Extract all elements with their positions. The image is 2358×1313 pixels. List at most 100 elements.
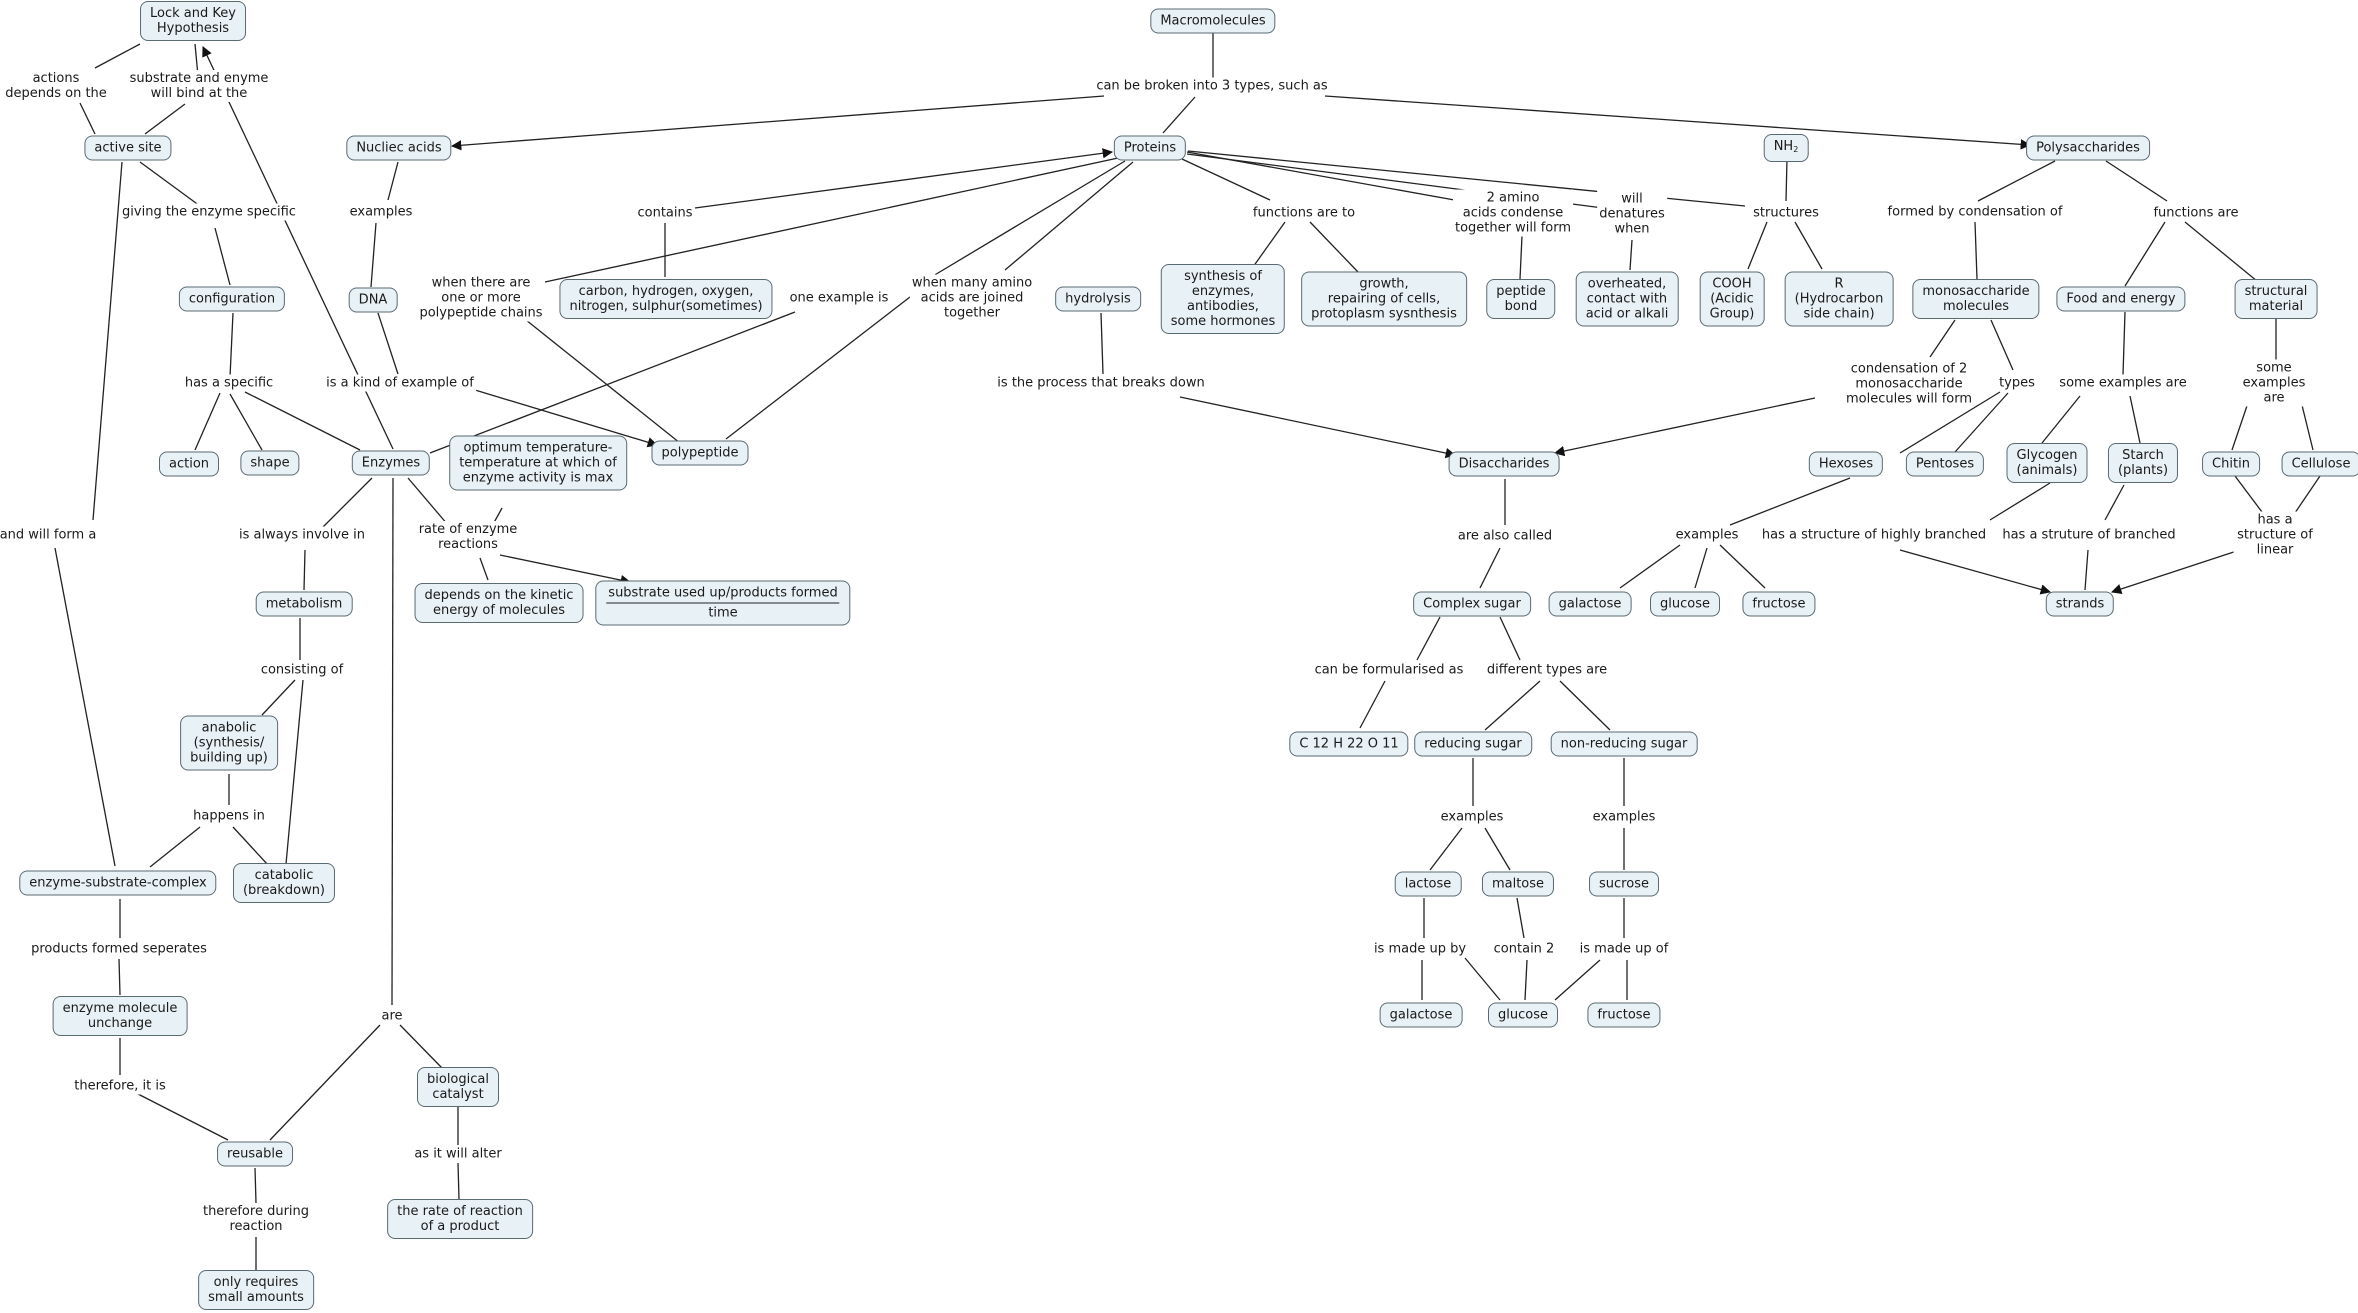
- proteins-node[interactable]: Proteins: [1113, 135, 1187, 161]
- link-highly-branched: has a structure of highly branched: [1759, 526, 1989, 544]
- enzyme-unchange-node[interactable]: enzyme molecule unchange: [52, 996, 188, 1036]
- elements-node[interactable]: carbon, hydrogen, oxygen, nitrogen, sulp…: [559, 279, 773, 319]
- link-made-up-of: is made up of: [1577, 940, 1671, 958]
- link-when-joined: when many amino acids are joined togethe…: [909, 274, 1035, 322]
- lock-and-key-node[interactable]: Lock and Key Hypothesis: [140, 1, 246, 41]
- link-therefore-it-is: therefore, it is: [72, 1077, 168, 1095]
- structural-material-node[interactable]: structural material: [2234, 279, 2318, 319]
- shape-node[interactable]: shape: [240, 450, 300, 476]
- link-rate-enzyme: rate of enzyme reactions: [416, 521, 520, 553]
- link-amino-condense: 2 amino acids condense together will for…: [1452, 189, 1574, 237]
- enzymes-node[interactable]: Enzymes: [351, 450, 431, 476]
- monosaccharide-node[interactable]: monosaccharide molecules: [1912, 279, 2040, 319]
- metabolism-node[interactable]: metabolism: [255, 591, 353, 617]
- active-site-node[interactable]: active site: [84, 135, 172, 161]
- link-structures: structures: [1751, 204, 1821, 222]
- overheated-node[interactable]: overheated, contact with acid or alkali: [1575, 271, 1679, 327]
- r-chain-node[interactable]: R (Hydrocarbon side chain): [1784, 271, 1894, 327]
- starch-node[interactable]: Starch (plants): [2107, 443, 2179, 483]
- link-types: types: [1997, 374, 2037, 392]
- polysaccharides-node[interactable]: Polysaccharides: [2026, 135, 2150, 161]
- optimum-temperature-node[interactable]: optimum temperature- temperature at whic…: [449, 435, 627, 491]
- galactose-node[interactable]: galactose: [1548, 591, 1632, 617]
- link-substrate-bind: substrate and enyme will bind at the: [127, 70, 271, 102]
- strands-node[interactable]: strands: [2045, 591, 2115, 617]
- link-contains: contains: [635, 204, 695, 222]
- sucrose-node[interactable]: sucrose: [1589, 871, 1659, 897]
- reducing-sugar-node[interactable]: reducing sugar: [1414, 731, 1532, 757]
- galactose-node-2[interactable]: galactose: [1379, 1002, 1463, 1028]
- pentoses-node[interactable]: Pentoses: [1905, 451, 1985, 477]
- non-reducing-sugar-node[interactable]: non-reducing sugar: [1550, 731, 1698, 757]
- maltose-node[interactable]: maltose: [1481, 871, 1555, 897]
- link-examples-hexoses: examples: [1673, 526, 1741, 544]
- link-broken-into: can be broken into 3 types, such as: [1094, 77, 1330, 95]
- glycogen-node[interactable]: Glycogen (animals): [2006, 443, 2088, 483]
- cooh-node[interactable]: COOH (Acidic Group): [1699, 271, 1765, 327]
- cellulose-node[interactable]: Cellulose: [2281, 451, 2358, 477]
- configuration-node[interactable]: configuration: [178, 286, 286, 312]
- link-examples-dna: examples: [347, 203, 415, 221]
- macromolecules-node[interactable]: Macromolecules: [1150, 8, 1276, 34]
- link-functions-are: functions are: [2151, 204, 2241, 222]
- biological-catalyst-node[interactable]: biological catalyst: [417, 1067, 499, 1107]
- link-and-will-form: and will form a: [0, 526, 99, 544]
- link-also-called: are also called: [1455, 527, 1555, 545]
- glucose-node[interactable]: glucose: [1650, 591, 1720, 617]
- hydrolysis-node[interactable]: hydrolysis: [1055, 286, 1141, 312]
- small-amounts-node[interactable]: only requires small amounts: [198, 1270, 314, 1310]
- nh2-subscript: 2: [1793, 145, 1799, 154]
- link-has-specific: has a specific: [182, 374, 276, 392]
- link-formularised: can be formularised as: [1312, 661, 1466, 679]
- catabolic-node[interactable]: catabolic (breakdown): [232, 863, 336, 903]
- synthesis-node[interactable]: synthesis of enzymes, antibodies, some h…: [1160, 264, 1286, 334]
- link-condensation-2: condensation of 2 monosaccharide molecul…: [1843, 360, 1975, 408]
- link-are: are: [379, 1007, 405, 1025]
- link-actions-depends: actions depends on the: [3, 70, 109, 102]
- dna-node[interactable]: DNA: [348, 287, 398, 313]
- link-products-separate: products formed seperates: [29, 940, 209, 958]
- enzyme-substrate-complex-node[interactable]: enzyme-substrate-complex: [19, 870, 217, 896]
- rate-product-node[interactable]: the rate of reaction of a product: [387, 1199, 533, 1239]
- nucleic-acids-node[interactable]: Nucliec acids: [346, 135, 452, 161]
- lactose-node[interactable]: lactose: [1394, 871, 1462, 897]
- food-energy-node[interactable]: Food and energy: [2056, 286, 2186, 312]
- link-branched: has a struture of branched: [2000, 526, 2178, 544]
- fructose-node-2[interactable]: fructose: [1587, 1002, 1661, 1028]
- link-formed-condensation: formed by condensation of: [1885, 203, 2065, 221]
- link-different-types: different types are: [1484, 661, 1610, 679]
- link-consisting-of: consisting of: [258, 661, 346, 679]
- link-giving-specific: giving the enzyme specific: [120, 203, 298, 221]
- growth-node[interactable]: growth, repairing of cells, protoplasm s…: [1301, 271, 1467, 327]
- formula-node[interactable]: C 12 H 22 O 11: [1289, 731, 1409, 757]
- link-some-examples-2: some examples are: [2232, 359, 2316, 407]
- polypeptide-node[interactable]: polypeptide: [651, 440, 749, 466]
- rate-numerator: substrate used up/products formed: [606, 586, 840, 604]
- link-happens-in: happens in: [191, 807, 267, 825]
- anabolic-node[interactable]: anabolic (synthesis/ building up): [180, 715, 278, 771]
- link-will-denature: will denatures when: [1597, 190, 1667, 238]
- peptide-bond-node[interactable]: peptide bond: [1486, 279, 1556, 319]
- rate-denominator: time: [708, 605, 738, 621]
- nh2-node[interactable]: NH2: [1763, 134, 1809, 162]
- link-linear: has a structure of linear: [2233, 511, 2317, 559]
- reusable-node[interactable]: reusable: [217, 1141, 293, 1167]
- link-therefore-during: therefore during reaction: [200, 1203, 312, 1235]
- link-made-up-by: is made up by: [1371, 940, 1469, 958]
- complex-sugar-node[interactable]: Complex sugar: [1413, 591, 1531, 617]
- hexoses-node[interactable]: Hexoses: [1808, 451, 1884, 477]
- link-always-involve: is always involve in: [236, 526, 368, 544]
- kinetic-energy-node[interactable]: depends on the kinetic energy of molecul…: [414, 583, 584, 623]
- chitin-node[interactable]: Chitin: [2202, 451, 2260, 477]
- action-node[interactable]: action: [158, 451, 220, 477]
- link-when-chains: when there are one or more polypeptide c…: [417, 274, 545, 322]
- link-some-examples-1: some examples are: [2057, 374, 2189, 392]
- glucose-node-2[interactable]: glucose: [1488, 1002, 1558, 1028]
- link-functions-to: functions are to: [1250, 204, 1358, 222]
- fructose-node[interactable]: fructose: [1742, 591, 1816, 617]
- link-will-alter: as it will alter: [412, 1145, 504, 1163]
- disaccharides-node[interactable]: Disaccharides: [1448, 451, 1560, 477]
